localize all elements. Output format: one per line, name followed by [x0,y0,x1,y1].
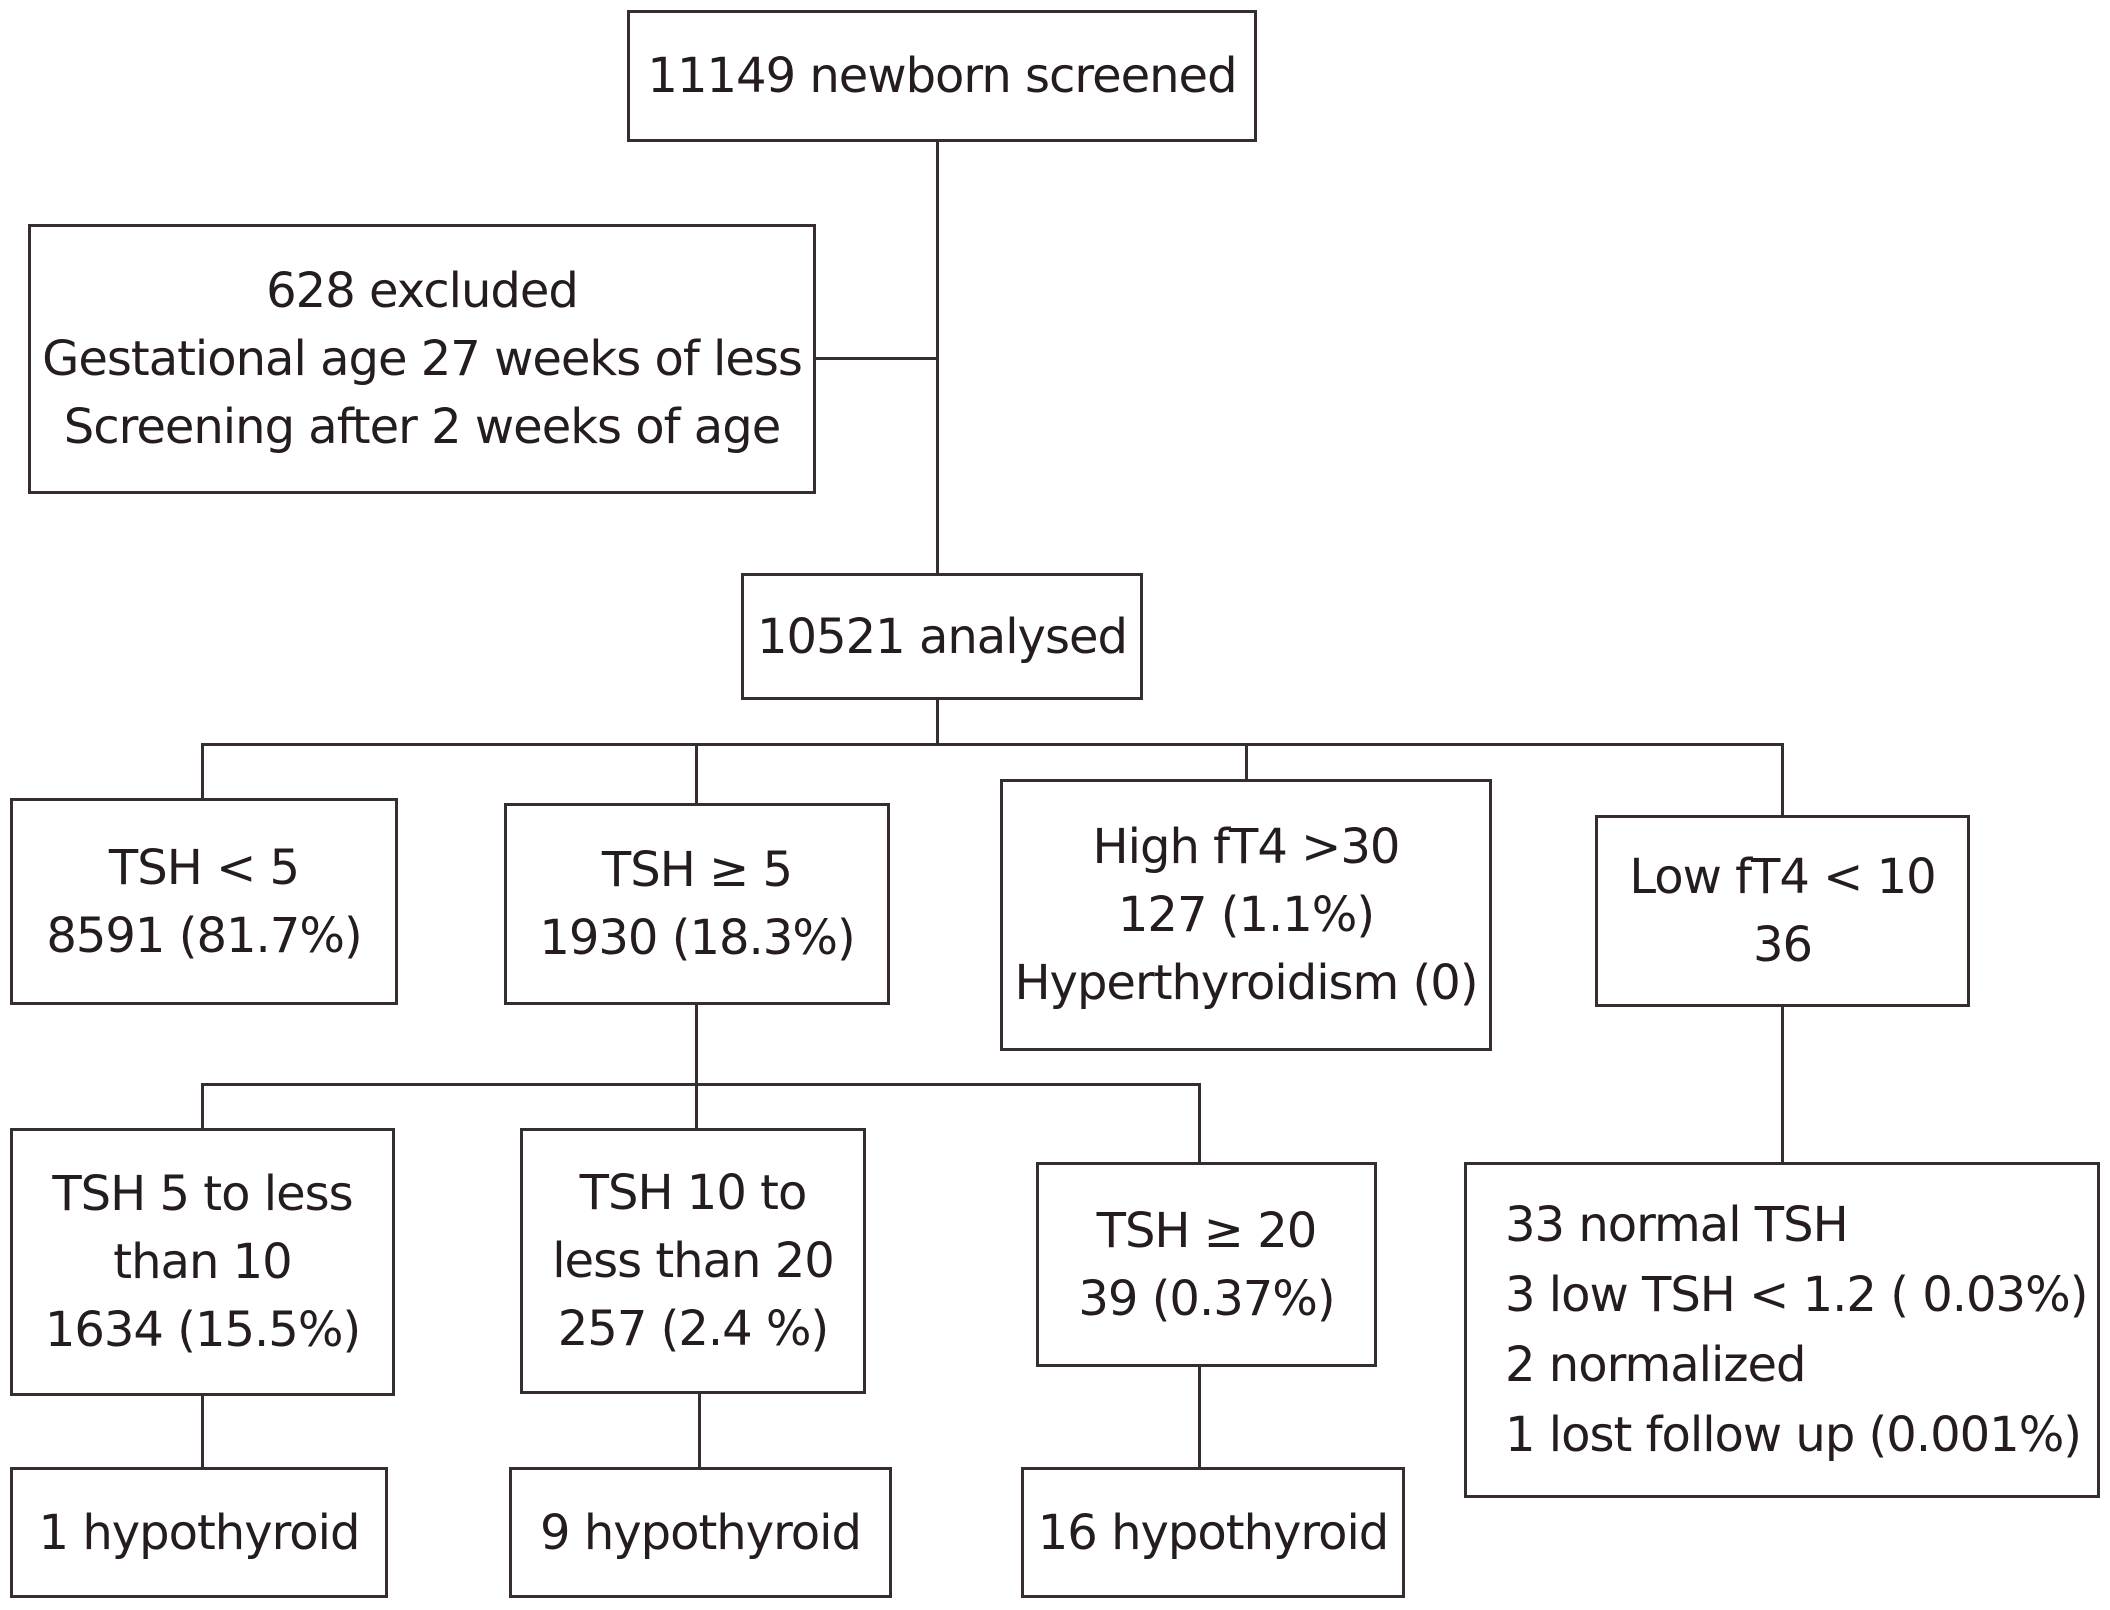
connector-stub-tsh-lt-5 [201,743,204,800]
connector-stub-tsh-ge-20 [1198,1083,1201,1164]
connector-stub-tsh-5-to-10 [201,1083,204,1130]
node-line: 8591 (81.7%) [46,907,362,964]
node-line: Screening after 2 weeks of age [63,399,781,455]
connector-10-20-to-hypothyroid [698,1393,701,1469]
node-line: TSH 5 to less [52,1166,353,1222]
node-line: Low fT4 < 10 [1629,849,1936,905]
connector-stub-high-ft4 [1245,743,1248,782]
connector-low-ft4-to-followup [1781,1007,1784,1164]
node-line: 257 (2.4 %) [557,1301,830,1357]
connector-branch-row2 [201,743,1784,746]
node-excluded: 628 excluded Gestational age 27 weeks of… [28,224,816,494]
node-line: 2 normalized [1505,1337,1807,1393]
node-line: TSH 10 to [579,1165,808,1221]
connector-5-10-to-hypothyroid [201,1395,204,1469]
node-line: 3 low TSH < 1.2 ( 0.03%) [1505,1267,2088,1323]
node-line: 11149 newborn screened [647,48,1237,104]
node-low-ft4-followup: 33 normal TSH 3 low TSH < 1.2 ( 0.03%) 2… [1464,1162,2100,1498]
node-line: 1 lost follow up (0.001%) [1505,1407,2082,1463]
node-line: 1 hypothyroid [38,1504,361,1561]
node-tsh-10-to-20: TSH 10 to less than 20 257 (2.4 %) [520,1128,866,1394]
node-line: Gestational age 27 weeks of less [42,331,803,387]
node-line: TSH ≥ 5 [601,842,793,898]
node-line: 10521 analysed [757,608,1128,665]
node-tsh-ge-20: TSH ≥ 20 39 (0.37%) [1036,1162,1377,1367]
connector-stub-tsh-ge-5 [695,743,698,806]
node-line: 1930 (18.3%) [539,910,855,966]
node-line: TSH < 5 [108,839,300,896]
node-line: less than 20 [552,1233,835,1289]
node-analysed: 10521 analysed [741,573,1143,700]
node-tsh-5-to-10: TSH 5 to less than 10 1634 (15.5%) [10,1128,395,1396]
connector-tsh-ge-5-down [695,1004,698,1130]
node-low-ft4: Low fT4 < 10 36 [1595,815,1970,1007]
connector-analysed-down [936,700,939,746]
connector-ge-20-to-hypothyroid [1198,1367,1201,1469]
node-tsh-lt-5: TSH < 5 8591 (81.7%) [10,798,398,1005]
node-line: 127 (1.1%) [1117,887,1375,943]
node-line: High fT4 >30 [1092,819,1401,875]
node-line: Hyperthyroidism (0) [1014,955,1478,1011]
connector-excluded-branch [814,357,939,360]
node-hypothyroid-5-10: 1 hypothyroid [10,1467,388,1598]
node-line: TSH ≥ 20 [1096,1202,1318,1259]
node-newborn-screened: 11149 newborn screened [627,10,1257,142]
node-line: 36 [1752,917,1813,973]
node-tsh-ge-5: TSH ≥ 5 1930 (18.3%) [504,803,890,1005]
node-hypothyroid-ge-20: 16 hypothyroid [1021,1467,1405,1598]
node-line: 16 hypothyroid [1037,1504,1389,1561]
node-high-ft4: High fT4 >30 127 (1.1%) Hyperthyroidism … [1000,779,1492,1051]
node-line: 39 (0.37%) [1078,1270,1335,1327]
node-line: than 10 [113,1234,292,1290]
connector-branch-row3 [201,1083,1201,1086]
node-hypothyroid-10-20: 9 hypothyroid [509,1467,892,1598]
node-line: 33 normal TSH [1505,1197,1849,1253]
node-line: 1634 (15.5%) [44,1302,361,1358]
node-line: 628 excluded [266,263,579,319]
connector-stub-low-ft4 [1781,743,1784,817]
node-line: 9 hypothyroid [540,1504,862,1561]
